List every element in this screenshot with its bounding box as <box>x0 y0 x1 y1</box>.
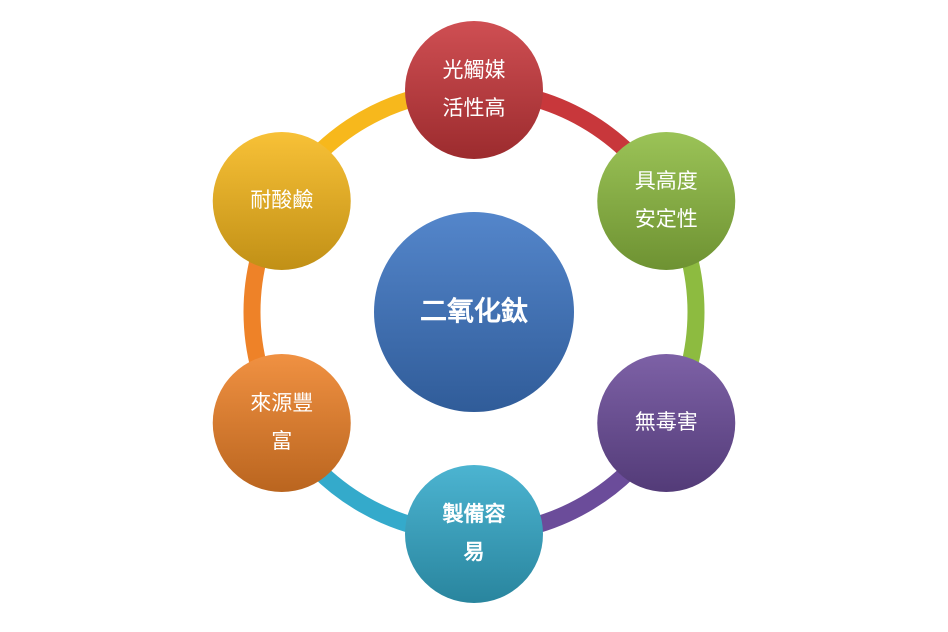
node-label-non-toxic: 無毒害 <box>635 410 698 434</box>
node-label-photocatalytic: 光觸媒 <box>443 58 506 82</box>
node-non-toxic: 無毒害 <box>597 354 736 492</box>
center-label: 二氧化鈦 <box>420 296 528 328</box>
node-circle-easy-prep <box>405 465 543 603</box>
node-label-abundant: 富 <box>271 429 292 453</box>
node-circle-photocatalytic <box>405 21 543 159</box>
node-label-photocatalytic: 活性高 <box>443 96 506 120</box>
node-circle-stability <box>597 132 736 270</box>
node-label-easy-prep: 易 <box>464 540 485 564</box>
node-label-stability: 安定性 <box>635 207 698 231</box>
node-acid-base: 耐酸鹼 <box>212 132 351 270</box>
center-circle <box>374 212 574 412</box>
center-node: 二氧化鈦 <box>374 212 574 412</box>
node-label-stability: 具高度 <box>635 169 698 193</box>
node-label-acid-base: 耐酸鹼 <box>250 188 313 212</box>
node-label-abundant: 來源豐 <box>250 391 313 415</box>
node-circle-abundant <box>212 354 351 492</box>
node-label-easy-prep: 製備容 <box>442 502 506 526</box>
node-circle-non-toxic <box>597 354 736 492</box>
node-circle-acid-base <box>212 132 351 270</box>
